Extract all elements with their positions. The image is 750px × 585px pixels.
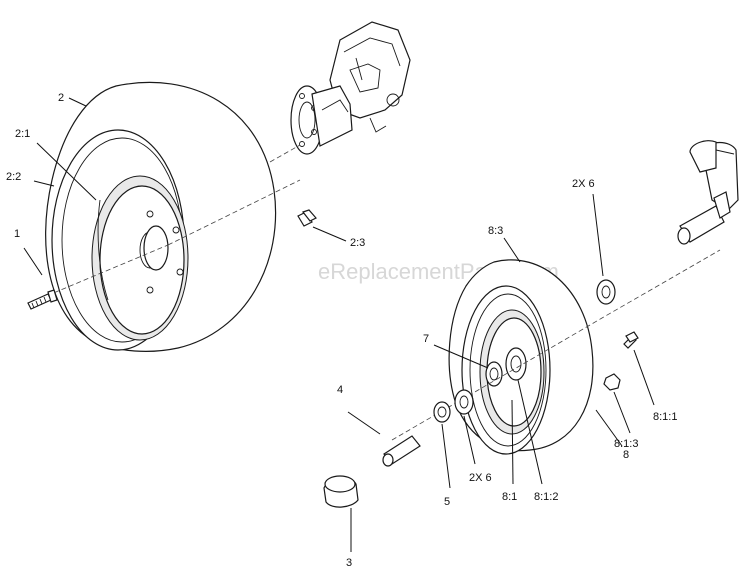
- callout-2x6-top: 2X 6: [572, 178, 595, 190]
- washer-top: [596, 279, 616, 305]
- callout-8-1-2: 8:1:2: [534, 491, 558, 503]
- axle-bolt-left: [297, 209, 317, 227]
- nut: [603, 373, 621, 391]
- valve-stem: [623, 331, 639, 349]
- seal: [433, 401, 451, 423]
- callout-2-2: 2:2: [6, 171, 21, 183]
- hub-flange: [290, 85, 353, 155]
- callout-8-1-1: 8:1:1: [653, 411, 677, 423]
- bolt-left: [27, 289, 58, 310]
- callout-8-1: 8:1: [502, 491, 517, 503]
- callout-7: 7: [423, 333, 429, 345]
- callout-2-1: 2:1: [15, 128, 30, 140]
- callout-5: 5: [444, 496, 450, 508]
- spacer: [382, 435, 421, 467]
- callout-8-1-3: 8:1:3: [614, 438, 638, 450]
- cap: [323, 475, 359, 508]
- callout-2: 2: [58, 92, 64, 104]
- callout-2x6-bottom: 2X 6: [469, 472, 492, 484]
- callout-4: 4: [337, 384, 343, 396]
- callout-8-3: 8:3: [488, 225, 503, 237]
- leader-lines: [23, 97, 655, 552]
- left-wheel: [45, 81, 277, 352]
- washer-bottom: [454, 389, 474, 415]
- callout-2-3: 2:3: [350, 237, 365, 249]
- callout-8: 8: [623, 449, 629, 461]
- callout-1: 1: [14, 228, 20, 240]
- callout-3: 3: [346, 557, 352, 569]
- right-wheel: [448, 259, 594, 455]
- pivot-axle: [677, 140, 739, 245]
